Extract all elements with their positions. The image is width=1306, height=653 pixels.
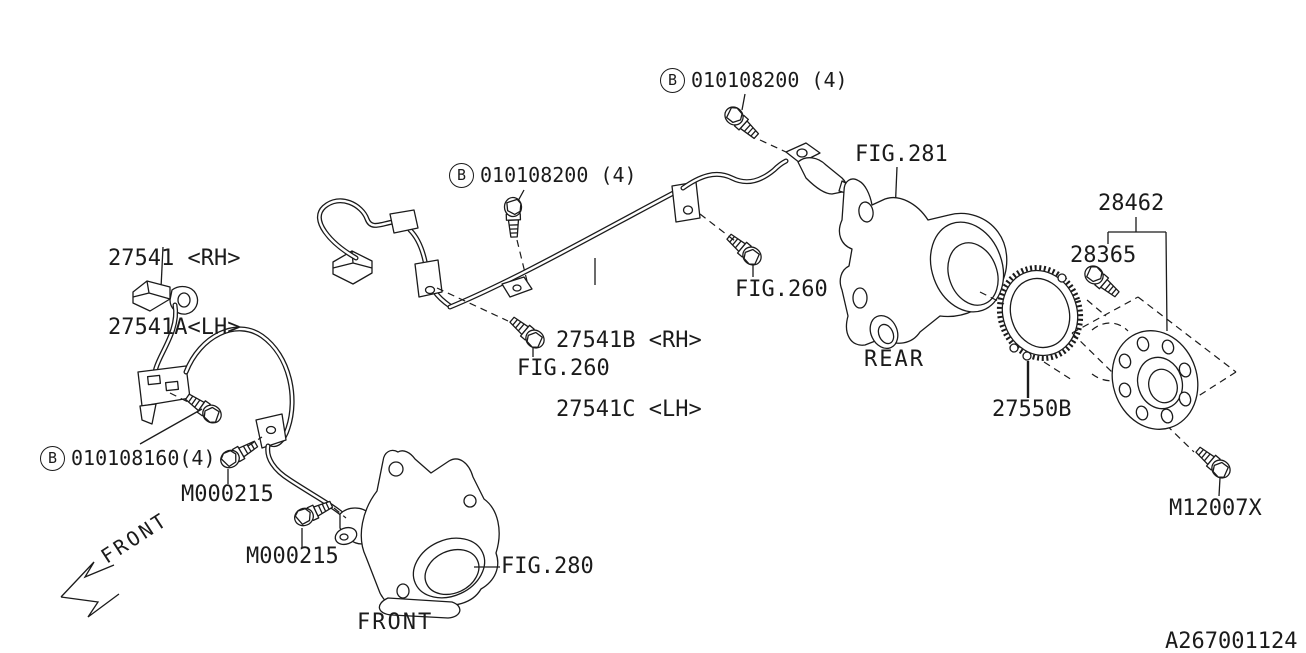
hub-and-tone-ring xyxy=(979,217,1237,497)
label-fig-260-upper: FIG.260 xyxy=(735,277,828,302)
bolt-code-text: 010108200 (4) xyxy=(691,68,848,92)
label-front-sensor-part: 27541 <RH> 27541A<LH> xyxy=(108,201,240,385)
b-circle-marker: B xyxy=(660,68,685,93)
front-sensor-part-lh: 27541A<LH> xyxy=(108,315,241,340)
front-sensor-part-rh: 27541 <RH> xyxy=(108,246,241,271)
bolt-icon xyxy=(505,312,549,353)
b-circle-marker: B xyxy=(40,446,65,471)
front-knuckle xyxy=(360,449,500,619)
rear-sensor-part-lh: 27541C <LH> xyxy=(556,397,702,422)
label-m000215-lower: M000215 xyxy=(246,544,339,569)
bolt-icon xyxy=(1191,442,1235,483)
label-hub-bolt-28365: 28365 xyxy=(1070,243,1137,268)
rear-knuckle xyxy=(838,166,1008,350)
front-sensor-harness xyxy=(132,246,401,557)
rear-sensor-harness xyxy=(316,93,854,357)
rear-sensor-part-rh: 27541B <RH> xyxy=(556,328,702,353)
drawing-number: A267001124 xyxy=(1165,629,1298,653)
label-front-caption: FRONT xyxy=(357,610,434,635)
label-rear-caption: REAR xyxy=(864,347,925,372)
bolt-icon xyxy=(291,495,336,530)
bolt-code-text: 010108200 (4) xyxy=(480,163,637,187)
label-m000215-upper: M000215 xyxy=(181,482,274,507)
label-bolt-code-front: B 010108160(4) xyxy=(40,446,216,471)
bolt-icon xyxy=(1080,261,1124,302)
label-tone-ring-27550b: 27550B xyxy=(992,397,1072,422)
label-hub-assembly-28462: 28462 xyxy=(1098,191,1165,216)
bolt-icon xyxy=(216,435,261,472)
b-circle-marker: B xyxy=(449,163,474,188)
bolt-icon xyxy=(722,229,766,270)
label-fig-281: FIG.281 xyxy=(855,142,948,167)
label-bolt-code-rear-mid: B 010108200 (4) xyxy=(449,163,637,188)
bolt-icon xyxy=(503,196,524,238)
label-fig-260-lower: FIG.260 xyxy=(517,356,610,381)
label-bolt-code-rear-upper: B 010108200 (4) xyxy=(660,68,848,93)
label-rear-sensor-part: 27541B <RH> 27541C <LH> xyxy=(556,283,702,467)
bolt-icon xyxy=(181,389,226,428)
label-axle-bolt-m12007x: M12007X xyxy=(1169,496,1262,521)
label-fig-280: FIG.280 xyxy=(501,554,594,579)
rear-wheel-sensor xyxy=(785,142,854,195)
bolt-code-text: 010108160(4) xyxy=(71,446,216,470)
front-direction-arrow xyxy=(60,561,120,618)
